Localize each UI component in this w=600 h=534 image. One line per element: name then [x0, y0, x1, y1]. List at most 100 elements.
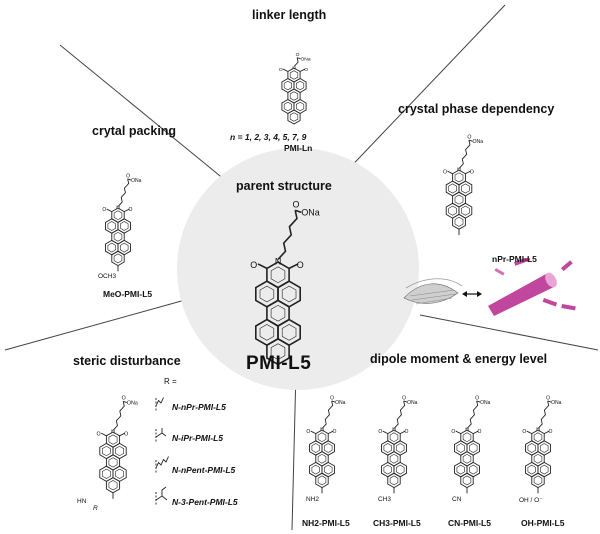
- divider-left: [4, 299, 186, 351]
- ring-inner: [113, 231, 123, 242]
- ring-inner: [324, 464, 333, 475]
- oxygen-label: O: [304, 67, 308, 73]
- ring-inner: [259, 285, 275, 303]
- oxygen-label: O: [293, 200, 300, 210]
- ring-inner: [527, 464, 536, 475]
- substituent-och3: OCH3: [98, 273, 117, 280]
- ona-label: ONa: [551, 400, 562, 406]
- ring-inner: [396, 464, 405, 475]
- ring-inner: [540, 443, 549, 453]
- ring: [105, 477, 121, 494]
- compound-pmi-ln: PMI-Ln: [284, 143, 313, 153]
- oxygen-label: O: [297, 260, 304, 270]
- ring-inner: [113, 210, 123, 221]
- ring-inner: [533, 475, 543, 486]
- carbonyl-bond: [473, 430, 479, 435]
- ring-inner: [283, 101, 293, 112]
- ring-inner: [113, 253, 123, 264]
- oxygen-label: O: [97, 431, 101, 437]
- ring-inner: [461, 205, 470, 216]
- carboxylate-bond: [331, 400, 336, 403]
- oxygen-label: O: [296, 52, 300, 58]
- ring-inner: [448, 183, 457, 194]
- ring-inner: [108, 480, 118, 491]
- ring-inner: [270, 266, 286, 284]
- oxygen-label: O: [279, 67, 283, 73]
- r-group-4: [155, 486, 168, 506]
- ring: [460, 472, 474, 489]
- nitrogen-label: N: [465, 428, 469, 434]
- oxygen-label: O: [102, 207, 106, 213]
- ring-inner: [283, 80, 293, 91]
- helical-ribbon: [403, 278, 463, 305]
- ring-inner: [289, 112, 299, 122]
- ring-inner: [317, 432, 327, 443]
- ring-inner: [324, 443, 333, 453]
- ona-label: ONa: [301, 207, 319, 217]
- ring-inner: [107, 221, 116, 231]
- r-group-3: [155, 456, 169, 474]
- ring-inner: [317, 453, 327, 464]
- ona-label: ONa: [472, 139, 483, 145]
- ring-inner: [396, 443, 405, 453]
- ring-inner: [289, 91, 299, 101]
- nitrogen-label: N: [116, 206, 120, 212]
- carboxylate-bond: [476, 400, 481, 403]
- ring-inner: [454, 172, 464, 183]
- oxygen-label: O: [129, 207, 133, 213]
- steric-variant-2: N-iPr-PMI-L5: [172, 433, 223, 443]
- ring-inner: [270, 304, 286, 322]
- compound-npr-pmi-l5: nPr-PMI-L5: [492, 254, 537, 264]
- ring-inner: [311, 464, 320, 475]
- substituent-hn: HN: [77, 498, 87, 505]
- ring: [531, 472, 545, 489]
- chain: [155, 397, 164, 407]
- ona-label: ONa: [127, 400, 138, 406]
- ring-inner: [461, 183, 470, 194]
- carbonyl-bond: [257, 263, 268, 270]
- steric-variant-4: N-3-Pent-PMI-L5: [172, 497, 238, 507]
- branch: [161, 486, 167, 496]
- linker-chain: [117, 178, 130, 207]
- title-parent-structure: parent structure: [236, 179, 332, 193]
- nitrogen-label: N: [111, 430, 115, 436]
- carbonyl-bond: [310, 430, 316, 435]
- oxygen-label: O: [122, 396, 126, 402]
- ring-inner: [389, 453, 399, 464]
- oxygen-label: O: [333, 429, 337, 435]
- ona-label: ONa: [407, 400, 418, 406]
- carbonyl-bond: [455, 430, 461, 435]
- carboxylate-bond: [127, 178, 132, 181]
- title-crystal-packing: crytal packing: [92, 124, 177, 138]
- linker-chain: [321, 400, 334, 429]
- ring-inner: [456, 464, 465, 475]
- ring-inner: [107, 242, 116, 253]
- carboxylate-bond: [123, 400, 128, 403]
- ring-inner: [259, 324, 275, 341]
- ona-label: ONa: [300, 56, 310, 62]
- oxygen-label: O: [378, 429, 382, 435]
- substituent-nh2: NH2: [306, 496, 320, 503]
- oxygen-label: O: [250, 260, 257, 270]
- substituent-cn: CN: [452, 496, 462, 503]
- ring-inner: [448, 205, 457, 216]
- divider-right: [419, 314, 599, 351]
- carbonyl-bond: [124, 208, 130, 213]
- carbonyl-bond: [382, 430, 388, 435]
- compound-cn-pmi-l5: CN-PMI-L5: [448, 518, 491, 528]
- carbonyl-bond: [100, 432, 107, 437]
- ring-inner: [289, 70, 299, 80]
- oxygen-label: O: [467, 135, 471, 141]
- carbonyl-bond: [282, 68, 289, 72]
- title-crystal-phase: crystal phase dependency: [398, 102, 555, 116]
- oxygen-label: O: [522, 429, 526, 435]
- ring-inner: [281, 285, 297, 303]
- ring-inner: [462, 475, 472, 486]
- nitrogen-label: N: [320, 428, 324, 434]
